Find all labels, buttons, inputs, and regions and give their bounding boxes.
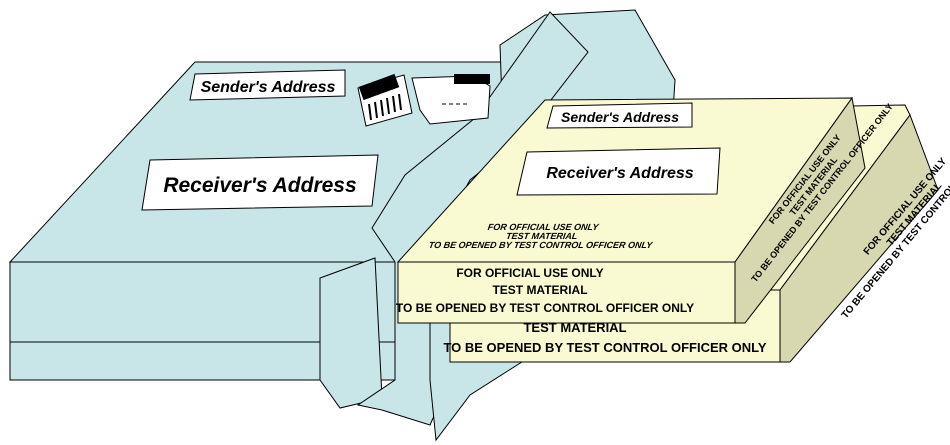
inner-top-line-3: TO BE OPENED BY TEST CONTROL OFFICER ONL… [428,240,654,250]
inner-front-line-2: TEST MATERIAL [492,283,587,297]
outer-box-flap-tab [320,258,382,408]
outer-sender-text: Sender's Address [201,79,336,96]
inner-back-front-line-2: TO BE OPENED BY TEST CONTROL OFFICER ONL… [443,340,766,355]
inner-receiver-label: Receiver's Address [517,148,720,195]
inner-front-line-1: FOR OFFICIAL USE ONLY [456,266,603,280]
outer-receiver-text: Receiver's Address [163,174,356,197]
inner-sender-text: Sender's Address [561,109,679,125]
outer-sender-label: Sender's Address [190,70,345,100]
inner-front-line-3: TO BE OPENED BY TEST CONTROL OFFICER ONL… [396,301,694,315]
outer-receiver-label: Receiver's Address [142,155,378,210]
inner-receiver-text: Receiver's Address [546,165,693,182]
inner-sender-label: Sender's Address [547,103,692,128]
